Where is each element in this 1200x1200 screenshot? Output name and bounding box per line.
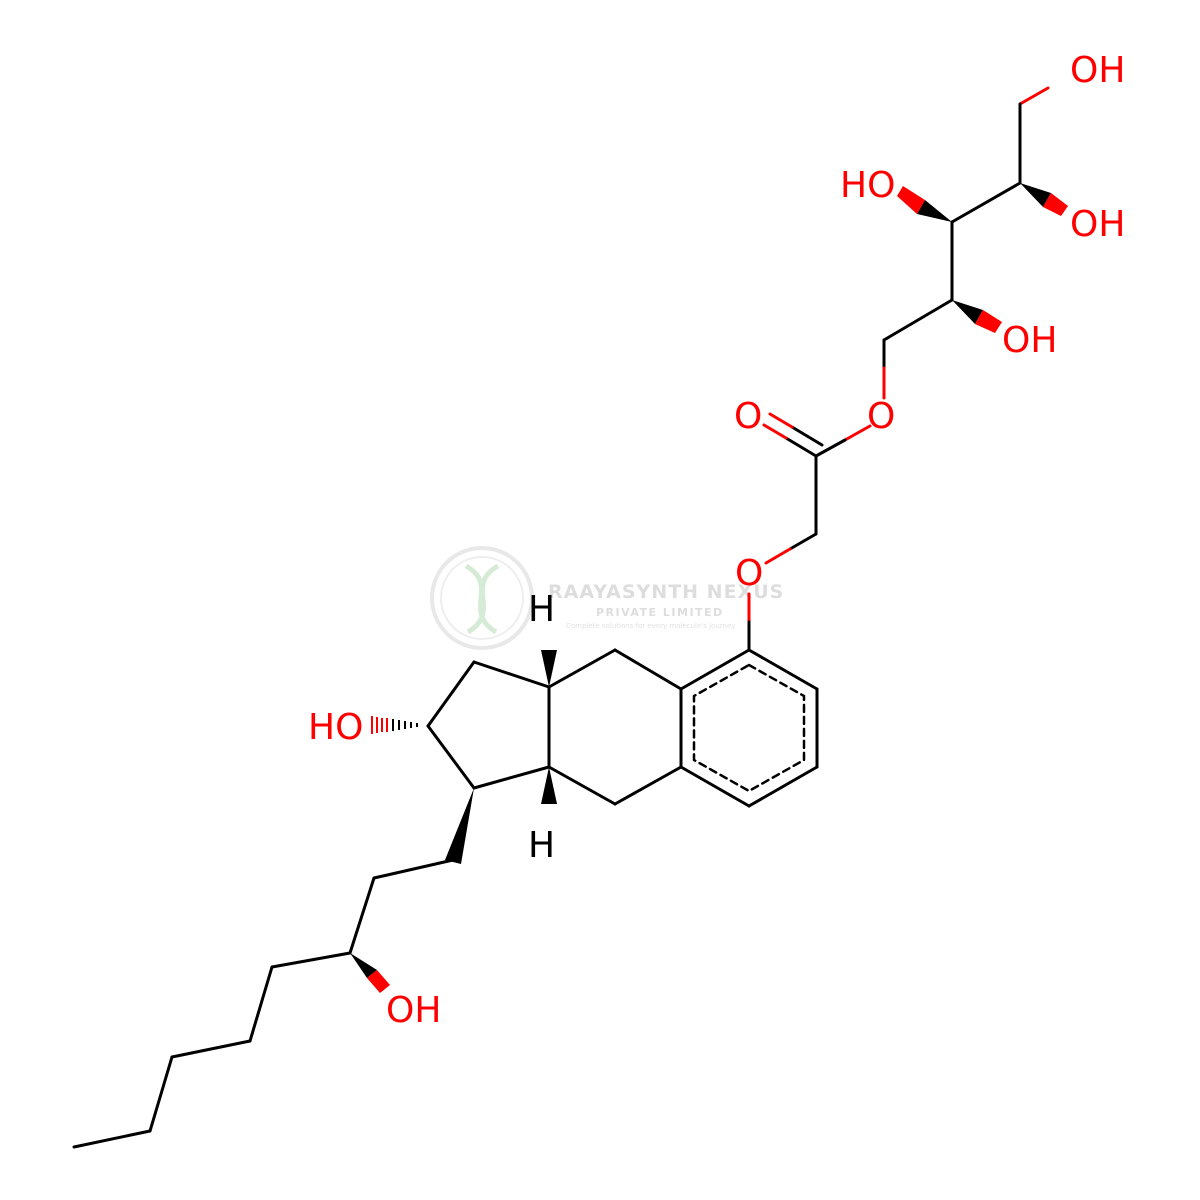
- wedge-bond: [350, 953, 377, 978]
- bond: [790, 425, 824, 447]
- atom-label-oh-side-chain: OH: [386, 990, 441, 1031]
- company-watermark: RAAYASYNTH NEXUS PRIVATE LIMITED Complet…: [430, 546, 784, 650]
- atom-labels: OH HO OH OH O O O HO OH H H: [308, 50, 1125, 1031]
- watermark-tagline: Complete solutions for every molecule's …: [566, 622, 735, 630]
- bond: [248, 965, 274, 1043]
- bond: [547, 765, 617, 806]
- bond: [768, 412, 794, 429]
- bond: [613, 648, 683, 691]
- bond: [348, 876, 376, 955]
- bond: [764, 547, 792, 565]
- atom-label-ester-o: O: [867, 396, 895, 437]
- bond: [882, 298, 954, 342]
- wedge-bond: [367, 970, 390, 993]
- atom-label-h-top: H: [528, 589, 555, 630]
- bond: [426, 660, 476, 728]
- wedge-bond: [541, 767, 557, 804]
- wedge-bond: [897, 186, 925, 214]
- bond: [747, 648, 819, 691]
- bond: [426, 724, 476, 790]
- wedge-bond: [1043, 193, 1068, 216]
- bond: [679, 765, 751, 808]
- bonds-group: [72, 86, 1050, 1149]
- bond: [784, 436, 818, 458]
- bond: [950, 181, 1022, 224]
- wedge-bond: [445, 788, 474, 864]
- bond: [843, 424, 872, 442]
- bond: [679, 648, 751, 691]
- wedge-bond: [917, 200, 952, 222]
- bond: [270, 951, 352, 969]
- atom-label-oh-c5: OH: [1070, 204, 1125, 245]
- bond: [170, 1039, 252, 1059]
- watermark-company-name: RAAYASYNTH NEXUS: [548, 581, 784, 603]
- bond: [472, 765, 551, 790]
- atom-label-ho-c4: HO: [840, 165, 895, 206]
- atom-label-carbonyl-o: O: [734, 396, 762, 437]
- atom-label-oh-c2: OH: [1002, 320, 1057, 361]
- bond: [547, 648, 617, 689]
- bond: [814, 438, 847, 458]
- atom-label-h-bottom: H: [528, 825, 555, 866]
- bond: [747, 765, 819, 808]
- wedge-bond: [952, 300, 983, 324]
- watermark-dna-icon: [464, 563, 500, 635]
- wedge-bond: [975, 310, 1002, 333]
- stereo-wedges: [350, 183, 1068, 993]
- aromatic-dashed-ring: [692, 663, 806, 793]
- wedge-bond: [541, 650, 557, 687]
- bond: [148, 1055, 174, 1133]
- hashed-wedge-bond: [371, 716, 388, 734]
- wedge-bond: [1020, 183, 1051, 207]
- bond: [762, 423, 788, 440]
- hashed-wedge-bond: [392, 719, 418, 731]
- atom-label-oh-terminal: OH: [1070, 50, 1125, 91]
- bond: [72, 1129, 152, 1149]
- bond: [372, 858, 455, 880]
- bond: [613, 765, 683, 806]
- bond: [788, 532, 818, 551]
- watermark-logo-ring-inner: [440, 556, 524, 640]
- atom-label-ho-ring: HO: [308, 707, 363, 748]
- bond: [472, 660, 551, 689]
- bond: [1018, 86, 1050, 106]
- watermark-subtitle: PRIVATE LIMITED: [596, 606, 724, 619]
- watermark-logo-ring: [430, 546, 534, 650]
- atom-label-ether-o: O: [735, 553, 763, 594]
